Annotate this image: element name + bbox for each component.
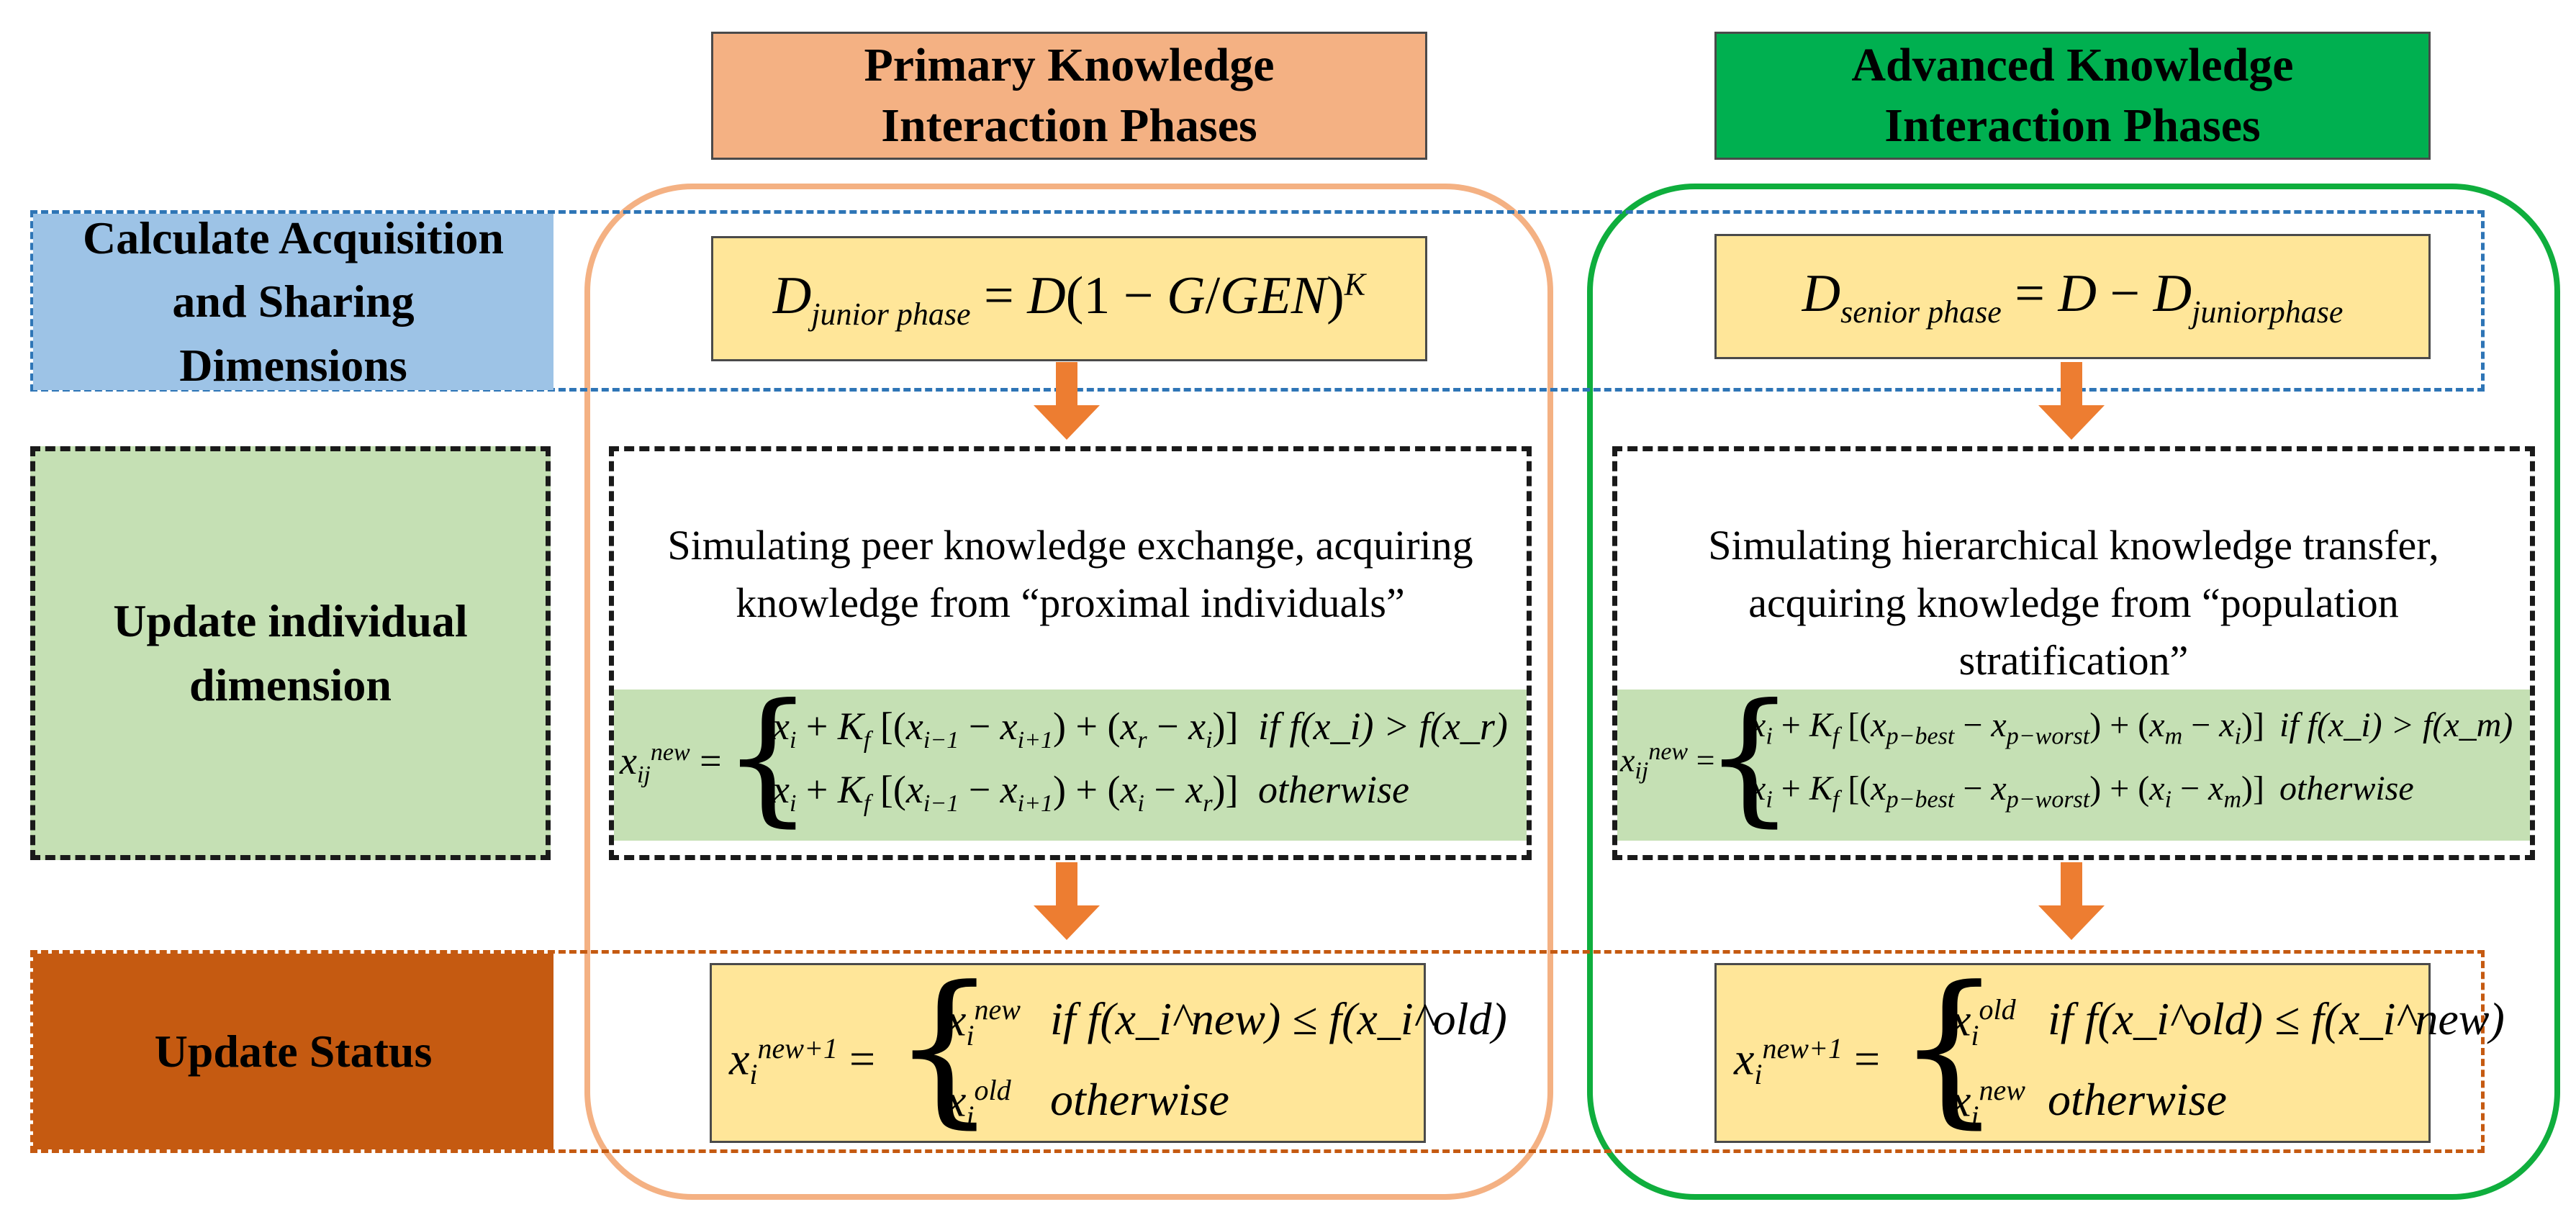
primary-status-lhs: xinew+1 = — [729, 1032, 876, 1091]
calculate-label-line1: Calculate Acquisition — [83, 212, 504, 264]
primary-status-brace: { — [892, 951, 998, 1144]
advanced-status-cond2: otherwise — [2048, 1074, 2227, 1125]
primary-phase-title-line1: Primary Knowledge — [864, 38, 1275, 91]
primary-arrow-bottom-shaft — [1056, 862, 1077, 907]
junior-phase-formula: Djunior phase = D(1 − G/GEN)K — [711, 236, 1427, 361]
advanced-phase-title-line1: Advanced Knowledge — [1851, 38, 2294, 91]
advanced-arrow-top-head — [2038, 405, 2105, 440]
advanced-status-lhs: xinew+1 = — [1734, 1032, 1881, 1091]
update-status-row-outline — [30, 950, 2485, 1153]
calculate-label-line3: Dimensions — [179, 339, 407, 391]
update-status-label: Update Status — [33, 954, 553, 1149]
primary-desc-line2: knowledge from “proximal individuals” — [736, 579, 1405, 627]
advanced-eq-lhs: xijnew = — [1620, 738, 1715, 785]
advanced-eq-case1: xi + Kf [(xp−best − xp−worst) + (xm − xi… — [1750, 706, 2264, 750]
advanced-arrow-bottom-head — [2038, 905, 2105, 940]
advanced-status-case1: xiold — [1951, 993, 2016, 1052]
advanced-status-brace: { — [1897, 951, 2002, 1144]
advanced-desc-line2: acquiring knowledge from “population — [1748, 579, 2399, 627]
advanced-status-formula: xinew+1 = { xiold if f(x_i^old) ≤ f(x_i^… — [1714, 951, 2505, 1144]
primary-phase-frame — [584, 184, 1553, 1200]
primary-eq-brace: { — [722, 673, 814, 841]
primary-block-description: Simulating peer knowledge exchange, acqu… — [613, 517, 1527, 632]
primary-eq-cond2: otherwise — [1258, 768, 1409, 811]
primary-status-cond1: if f(x_i^new) ≤ f(x_i^old) — [1050, 993, 1507, 1044]
advanced-block-description: Simulating hierarchical knowledge transf… — [1617, 517, 2531, 690]
primary-update-equation: xijnew = { xi + Kf [(xi−1 − xi+1) + (xr … — [614, 685, 1527, 841]
advanced-arrow-bottom-shaft — [2061, 862, 2082, 907]
advanced-phase-frame — [1587, 184, 2560, 1200]
advanced-eq-case2: xi + Kf [(xp−best − xp−worst) + (xi − xm… — [1750, 769, 2264, 813]
advanced-eq-cond1: if f(x_i) > f(x_m) — [2279, 706, 2513, 744]
advanced-status-cond1: if f(x_i^old) ≤ f(x_i^new) — [2048, 993, 2505, 1044]
primary-arrow-top-shaft — [1056, 362, 1077, 407]
primary-phase-header: Primary Knowledge Interaction Phases — [711, 32, 1427, 160]
advanced-update-equation: xijnew = { xi + Kf [(xp−best − xp−worst)… — [1617, 685, 2530, 841]
update-individual-line1: Update individual — [113, 595, 468, 647]
primary-status-cond2: otherwise — [1050, 1074, 1229, 1125]
advanced-eq-cond2: otherwise — [2279, 769, 2414, 808]
primary-desc-line1: Simulating peer knowledge exchange, acqu… — [667, 522, 1473, 569]
update-individual-label: Update individual dimension — [30, 446, 551, 860]
primary-phase-title-line2: Interaction Phases — [881, 99, 1257, 152]
advanced-eq-brace: { — [1704, 673, 1796, 841]
update-status-text: Update Status — [154, 1025, 433, 1077]
primary-arrow-bottom-head — [1034, 905, 1100, 940]
senior-phase-formula: Dsenior phase = D − Djuniorphase — [1714, 234, 2431, 359]
primary-eq-case2: xi + Kf [(xi−1 − xi+1) + (xi − xr)] — [772, 768, 1239, 817]
advanced-arrow-top-shaft — [2061, 362, 2082, 407]
primary-eq-cond1: if f(x_i) > f(x_r) — [1258, 705, 1508, 748]
calculate-row-outline — [30, 210, 2485, 392]
calculate-dimensions-label: Calculate Acquisition and Sharing Dimens… — [33, 212, 553, 391]
advanced-status-case2: xinew — [1951, 1074, 2025, 1133]
calculate-label-line2: and Sharing — [172, 276, 415, 327]
advanced-phase-title-line2: Interaction Phases — [1884, 99, 2261, 152]
primary-status-case2: xiold — [946, 1074, 1011, 1133]
advanced-phase-header: Advanced Knowledge Interaction Phases — [1714, 32, 2431, 160]
primary-arrow-top-head — [1034, 405, 1100, 440]
primary-eq-lhs: xijnew = — [620, 739, 722, 788]
advanced-desc-line1: Simulating hierarchical knowledge transf… — [1708, 522, 2439, 569]
primary-status-formula: xinew+1 = { xinew if f(x_i^new) ≤ f(x_i^… — [710, 951, 1507, 1144]
primary-status-case1: xinew — [946, 993, 1021, 1052]
update-individual-line2: dimension — [189, 659, 392, 710]
primary-eq-case1: xi + Kf [(xi−1 − xi+1) + (xr − xi)] — [772, 705, 1239, 754]
advanced-desc-line3: stratification” — [1958, 637, 2189, 684]
